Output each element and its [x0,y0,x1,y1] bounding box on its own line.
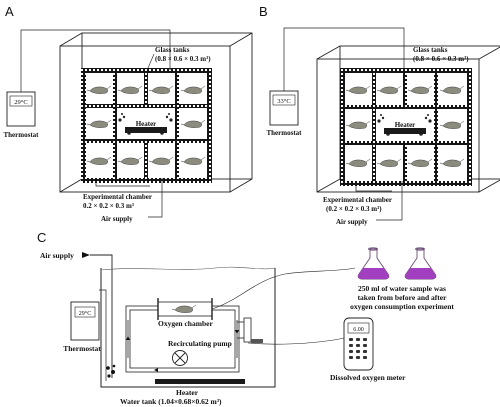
arrow-right-icon [82,252,90,258]
glass-tanks-label: Glass tanks [155,46,190,54]
panel-b-label: B [259,4,268,19]
pump-label: Recirculating pump [168,339,232,348]
air-supply-line [148,178,163,218]
glass-tanks-dims: (0.8 × 0.6 × 0.3 m³) [155,55,211,63]
flask-icon [404,247,437,280]
panel-a: A [4,4,253,223]
heater-bar [384,128,426,134]
air-supply-label: Air supply [40,251,74,260]
meter-display: 6.00 [353,327,364,333]
water-sample-note-line3: oxygen consumption experiment [350,302,454,311]
thermostat-a: 29°C Thermostat [4,91,40,139]
experimental-chamber-dims: 0.2 × 0.2 × 0.3 m³ [83,202,134,210]
thermostat-cable [283,27,405,91]
chamber-grid-a: Heater [81,68,212,183]
water-sample-note-line1: 250 ml of water sample was [358,284,446,293]
meter-buttons [349,338,367,359]
thermostat-display: 29°C [14,99,27,106]
water-surface [100,266,276,271]
thermostat-label: Thermostat [63,344,101,353]
thermostat-label: Thermostat [267,129,303,137]
arrow-left-icon [154,368,158,372]
panel-b: B [259,4,500,226]
panel-a-label: A [5,4,14,19]
glass-tanks-label: Glass tanks [413,46,448,54]
panel-c-label: C [37,230,46,245]
recirculating-pump-icon [172,350,188,366]
oxygen-chamber [157,298,213,320]
thermostat-b: 33°C Thermostat [267,90,303,137]
thermostat-display: 33°C [277,98,290,105]
experimental-chamber-label: Experimental chamber [83,193,152,201]
heater-bar [125,127,167,133]
chamber-grid-b: Heater [340,68,472,186]
air-stone-icon [106,364,116,378]
panel-c: C Air supply Heater Water tank (1.04×0.6… [37,230,454,406]
air-supply-line [90,254,113,378]
water-tank [100,268,276,388]
thermostat-c: 29°C Thermostat [63,301,101,353]
water-tank-label: Water tank (1.04×0.68×0.62 m³) [120,397,222,406]
heater-chamber [376,109,434,141]
heater-label: Heater [176,388,199,397]
experimental-chamber-label: Experimental chamber [323,196,392,204]
heater-bar [155,379,245,384]
arrow-up-icon [126,336,130,340]
heater-chamber [117,108,175,139]
oxygen-probe [251,339,263,343]
sample-tube [211,267,356,310]
glass-tanks-dims: (0.8 × 0.6 × 0.3 m³) [413,55,469,63]
water-sample-note-line2: taken from before and after [358,293,448,302]
heater-label: Heater [136,120,157,128]
dissolved-oxygen-meter: 6.00 [343,317,374,371]
heater-label: Heater [395,121,416,129]
thermostat-display: 29°C [79,310,91,317]
thermostat-cable [20,29,171,92]
meter-label: Dissolved oxygen meter [330,373,406,382]
air-supply-line [376,181,403,221]
air-supply-label: Air supply [336,218,368,226]
sampling-port [237,317,252,343]
experimental-chamber-dims: (0.2 × 0.2 × 0.3 m³) [326,205,382,213]
thermostat-label: Thermostat [4,131,40,139]
probe-cable [247,337,346,345]
air-supply-label: Air supply [101,215,133,223]
flask-icon [357,247,390,280]
thermostat-cable [99,289,107,381]
arrow-down-icon [235,330,239,334]
oxygen-chamber-label: Oxygen chamber [158,319,213,328]
